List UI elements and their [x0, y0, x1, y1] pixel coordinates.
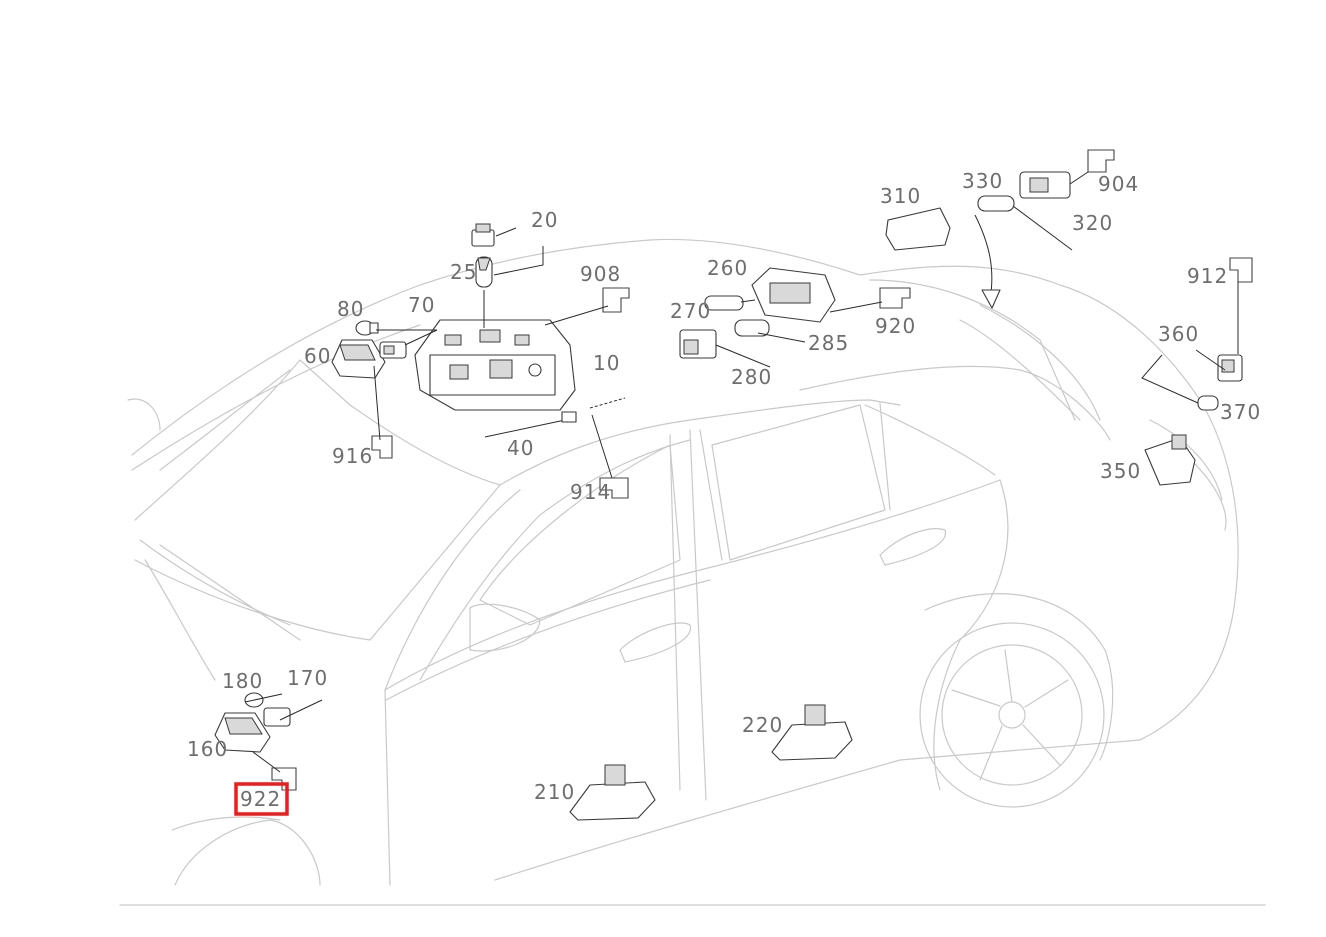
sill-lamp-220 — [771, 704, 853, 761]
bulb-330 — [977, 195, 1015, 212]
callout-360: 360 — [1158, 322, 1199, 346]
callout-260: 260 — [707, 256, 748, 280]
callout-920: 920 — [875, 314, 916, 338]
callout-285: 285 — [808, 331, 849, 355]
trunk-lamp-350 — [1144, 434, 1196, 486]
callout-310: 310 — [880, 184, 921, 208]
callout-10: 10 — [593, 351, 620, 375]
socket-70 — [379, 341, 407, 359]
bulb-285 — [734, 319, 770, 337]
socket-320 — [1019, 171, 1071, 199]
callout-60: 60 — [304, 344, 331, 368]
bulb-370 — [1197, 395, 1219, 411]
wire-40 — [484, 397, 626, 438]
car-body-outline — [119, 238, 1266, 906]
callout-40: 40 — [507, 436, 534, 460]
bulb-80 — [355, 320, 379, 336]
callout-220: 220 — [742, 713, 783, 737]
callout-904: 904 — [1098, 172, 1139, 196]
callout-170: 170 — [287, 666, 328, 690]
callout-270: 270 — [670, 299, 711, 323]
callout-80: 80 — [337, 297, 364, 321]
sill-lamp-210 — [569, 764, 656, 821]
callout-914: 914 — [570, 480, 611, 504]
door-lamp-160 — [214, 712, 271, 753]
callout-210: 210 — [534, 780, 575, 804]
leader-lines — [244, 171, 1239, 773]
callout-160: 160 — [187, 737, 228, 761]
callout-922: 922 — [240, 787, 281, 811]
callout-320: 320 — [1072, 211, 1113, 235]
lamp-housing-60 — [331, 339, 386, 379]
callout-916: 916 — [332, 444, 373, 468]
switch-20 — [471, 223, 495, 247]
callout-370: 370 — [1220, 400, 1261, 424]
connector-symbols — [271, 149, 1253, 791]
socket-360 — [1217, 354, 1243, 382]
callout-20: 20 — [531, 208, 558, 232]
bulb-270 — [704, 295, 744, 311]
callout-180: 180 — [222, 669, 263, 693]
callout-labels: 20 25 908 80 70 60 10 40 916 914 260 270… — [187, 169, 1261, 811]
callout-912: 912 — [1187, 264, 1228, 288]
socket-170 — [263, 707, 291, 727]
overhead-control-panel-10 — [414, 319, 576, 411]
callout-908: 908 — [580, 262, 621, 286]
lens-310 — [885, 207, 951, 251]
lamp-unit-260 — [751, 267, 836, 323]
callout-330: 330 — [962, 169, 1003, 193]
socket-280 — [679, 329, 717, 359]
bulb-25 — [475, 256, 493, 288]
callout-70: 70 — [408, 293, 435, 317]
callout-25: 25 — [450, 260, 477, 284]
highlight-box-922 — [234, 782, 289, 816]
callout-280: 280 — [731, 365, 772, 389]
callout-350: 350 — [1100, 459, 1141, 483]
